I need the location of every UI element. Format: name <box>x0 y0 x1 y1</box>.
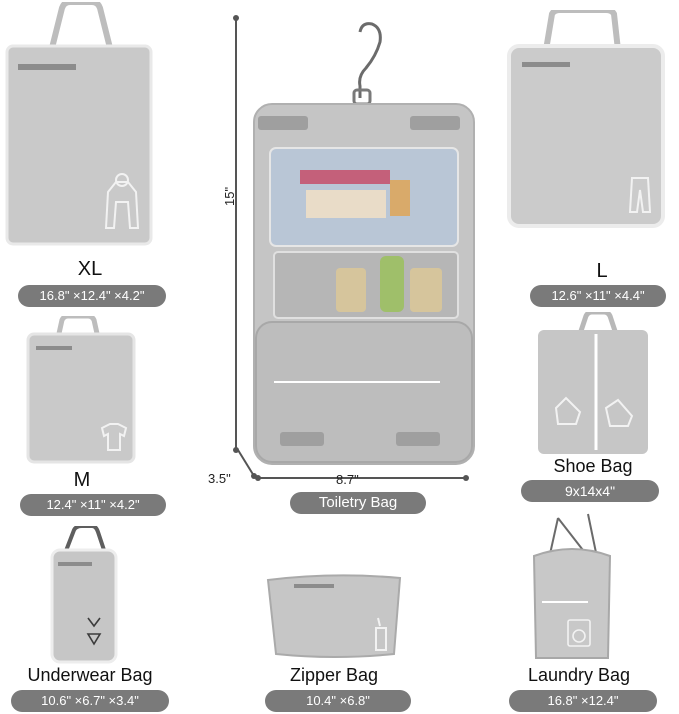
zipper-label: Zipper Bag <box>289 665 379 685</box>
toiletry-width-label: 8.7" <box>336 472 359 487</box>
l-packing-cube <box>506 10 670 232</box>
pants-icon <box>628 177 652 213</box>
m-packing-cube <box>26 316 138 466</box>
m-label: M <box>73 469 91 491</box>
l-label: L <box>596 260 608 282</box>
m-size-badge: 12.4" ×11" ×4.2" <box>20 494 166 516</box>
xl-packing-cube <box>4 2 154 246</box>
xl-size-badge: 16.8" ×12.4" ×4.2" <box>18 285 166 307</box>
tshirt-icon <box>100 423 128 451</box>
shoe-bag <box>536 312 652 456</box>
underwear-label: Underwear Bag <box>27 665 153 685</box>
zipper-bag <box>264 570 404 660</box>
toiletry-name-badge: Toiletry Bag <box>290 492 426 514</box>
toothbrush-icon <box>375 617 387 651</box>
shoe-label: Shoe Bag <box>553 456 633 476</box>
bikini-icon <box>86 617 102 646</box>
laundry-size-badge: 16.8" ×12.4" <box>509 690 657 712</box>
underwear-bag <box>48 526 122 666</box>
sneaker-icon <box>554 396 634 427</box>
washing-machine-icon <box>567 619 591 647</box>
hoodie-icon <box>104 173 140 229</box>
shoe-size-badge: 9x14x4" <box>521 480 659 502</box>
toiletry-height-label: 15" <box>222 186 237 206</box>
laundry-label: Laundry Bag <box>527 665 631 685</box>
underwear-size-badge: 10.6" ×6.7" ×3.4" <box>11 690 169 712</box>
laundry-bag <box>528 512 614 662</box>
toiletry-depth-label: 3.5" <box>208 471 231 486</box>
zipper-size-badge: 10.4" ×6.8" <box>265 690 411 712</box>
toiletry-bag <box>240 20 480 470</box>
xl-label: XL <box>77 258 103 280</box>
dimension-lines <box>228 14 478 484</box>
l-size-badge: 12.6" ×11" ×4.4" <box>530 285 666 307</box>
